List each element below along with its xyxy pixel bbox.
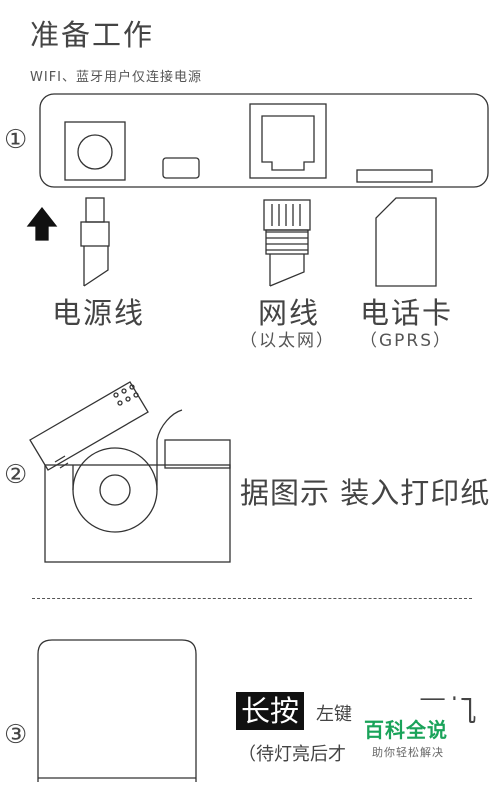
step1-number: ① — [4, 125, 28, 155]
long-press-badge: 长按 — [236, 692, 305, 730]
page-title: 准备工作 — [30, 18, 155, 52]
network-cable-icon — [263, 199, 311, 287]
watermark-subtitle: 助你轻松解决 — [372, 746, 444, 759]
sim-slot — [356, 169, 433, 183]
printer-icon — [29, 381, 231, 563]
label-power-cable: 电源线 — [52, 296, 146, 330]
label-gprs-note: （GPRS） — [360, 331, 453, 351]
watermark-bg — [352, 700, 464, 770]
step3-number: ③ — [4, 720, 28, 750]
section-divider — [32, 598, 472, 599]
sim-card-icon — [375, 197, 437, 287]
power-port — [64, 121, 126, 181]
power-cable-icon — [80, 197, 110, 287]
wait-note: （待灯亮后才 — [238, 744, 346, 765]
label-ethernet-note: （以太网） — [240, 331, 335, 351]
label-network-cable: 网线 — [258, 296, 321, 330]
left-key-text: 左键 — [316, 704, 352, 725]
power-port-hole — [77, 134, 113, 170]
page-subtitle: WIFI、蓝牙用户仅连接电源 — [30, 70, 202, 85]
label-sim-card: 电话卡 — [360, 296, 454, 330]
ethernet-port — [249, 103, 327, 179]
usb-port — [162, 157, 200, 179]
device-front — [37, 639, 197, 782]
watermark-title: 百科全说 — [364, 718, 448, 742]
device-panel — [39, 93, 489, 188]
ethernet-port-inner — [261, 115, 315, 171]
up-arrow-icon — [26, 206, 58, 241]
step2-number: ② — [4, 460, 28, 490]
step2-instruction: 据图示 装入打印纸 — [240, 476, 491, 510]
